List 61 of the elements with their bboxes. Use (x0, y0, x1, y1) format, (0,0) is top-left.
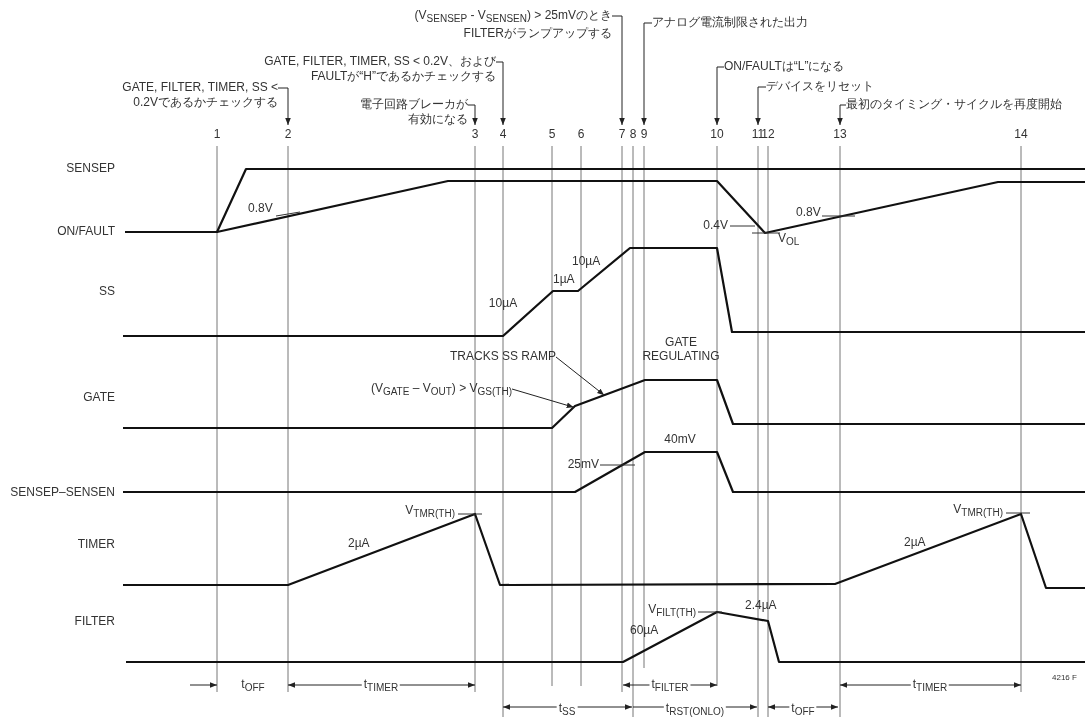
interval-label: t$_{SS}$ (556, 701, 578, 717)
marker-number: 8 (629, 127, 637, 142)
value-label: V$_{TMR(TH)}$ (953, 502, 1003, 521)
leader-line (641, 22, 653, 126)
waveform (123, 378, 1085, 430)
figure-number: 4216 F (1052, 672, 1077, 684)
interval-label: t$_{RST(ONLO)}$ (663, 701, 727, 717)
leader-line (755, 86, 767, 126)
value-label: 10µA (572, 254, 601, 269)
marker-number: 3 (471, 127, 479, 142)
interval-label: t$_{OFF}$ (789, 701, 817, 717)
value-label: GATE REGULATING (641, 335, 721, 363)
annotation-text: デバイスをリセット (766, 79, 874, 94)
annotation-text: GATE, FILTER, TIMER, SS < 0.2Vであるかチェックする (106, 80, 278, 110)
marker-number: 9 (640, 127, 648, 142)
leader-line (511, 388, 575, 408)
value-label: 10µA (488, 296, 518, 311)
callout-text: TRACKS SS RAMP (449, 349, 556, 364)
annotation-text: 最初のタイミング・サイクルを再度開始 (846, 97, 1062, 112)
signal-label: SENSEP (66, 161, 115, 176)
marker-number: 12 (761, 127, 775, 142)
marker-number: 4 (499, 127, 507, 142)
value-label: 0.4V (703, 218, 728, 233)
value-label: 25mV (567, 457, 599, 472)
leader-line (277, 87, 291, 126)
marker-number: 14 (1014, 127, 1028, 142)
leader-line (467, 104, 478, 126)
value-label: 2µA (904, 535, 926, 550)
leader-line (611, 15, 625, 126)
marker-number: 1 (213, 127, 221, 142)
leader-line (714, 66, 725, 126)
marker-number: 2 (284, 127, 292, 142)
marker-number: 6 (577, 127, 585, 142)
signal-label: TIMER (77, 537, 115, 552)
leader-line (495, 61, 506, 126)
value-label: 0.8V (796, 205, 821, 220)
callout-text: (V$_{GATE}$ – V$_{OUT}$) > V$_{GS(TH)}$ (370, 381, 512, 400)
value-label: 1µA (553, 272, 575, 287)
marker-number: 5 (548, 127, 556, 142)
signal-label: ON/FAULT (57, 224, 115, 239)
value-label: 0.8V (248, 201, 273, 216)
marker-number: 7 (618, 127, 626, 142)
annotation-text: (V$_{SENSEP}$ - V$_{SENSEN}$) > 25mVのときFILTERがランプアップする (406, 8, 612, 42)
value-label: V$_{TMR(TH)}$ (405, 503, 455, 522)
leader-line (837, 104, 847, 126)
marker-number: 13 (833, 127, 847, 142)
value-label: 2µA (348, 536, 370, 551)
signal-label: GATE (83, 390, 115, 405)
annotation-text: アナログ電流制限された出力 (652, 15, 808, 30)
annotation-text: ON/FAULTは“L”になる (724, 59, 845, 74)
annotation-text: 電子回路ブレーカが有効になる (354, 97, 468, 127)
leader-line (555, 356, 605, 396)
signal-label: SS (99, 284, 115, 299)
marker-number: 10 (710, 127, 724, 142)
value-label: 2.4µA (745, 598, 777, 613)
signal-label: FILTER (74, 614, 115, 629)
value-label: 40mV (664, 432, 696, 447)
value-label: 60µA (630, 623, 659, 638)
signal-label: SENSEP–SENSEN (10, 485, 115, 500)
value-label: V$_{OL}$ (778, 231, 800, 250)
value-label: V$_{FILT(TH)}$ (648, 602, 696, 621)
